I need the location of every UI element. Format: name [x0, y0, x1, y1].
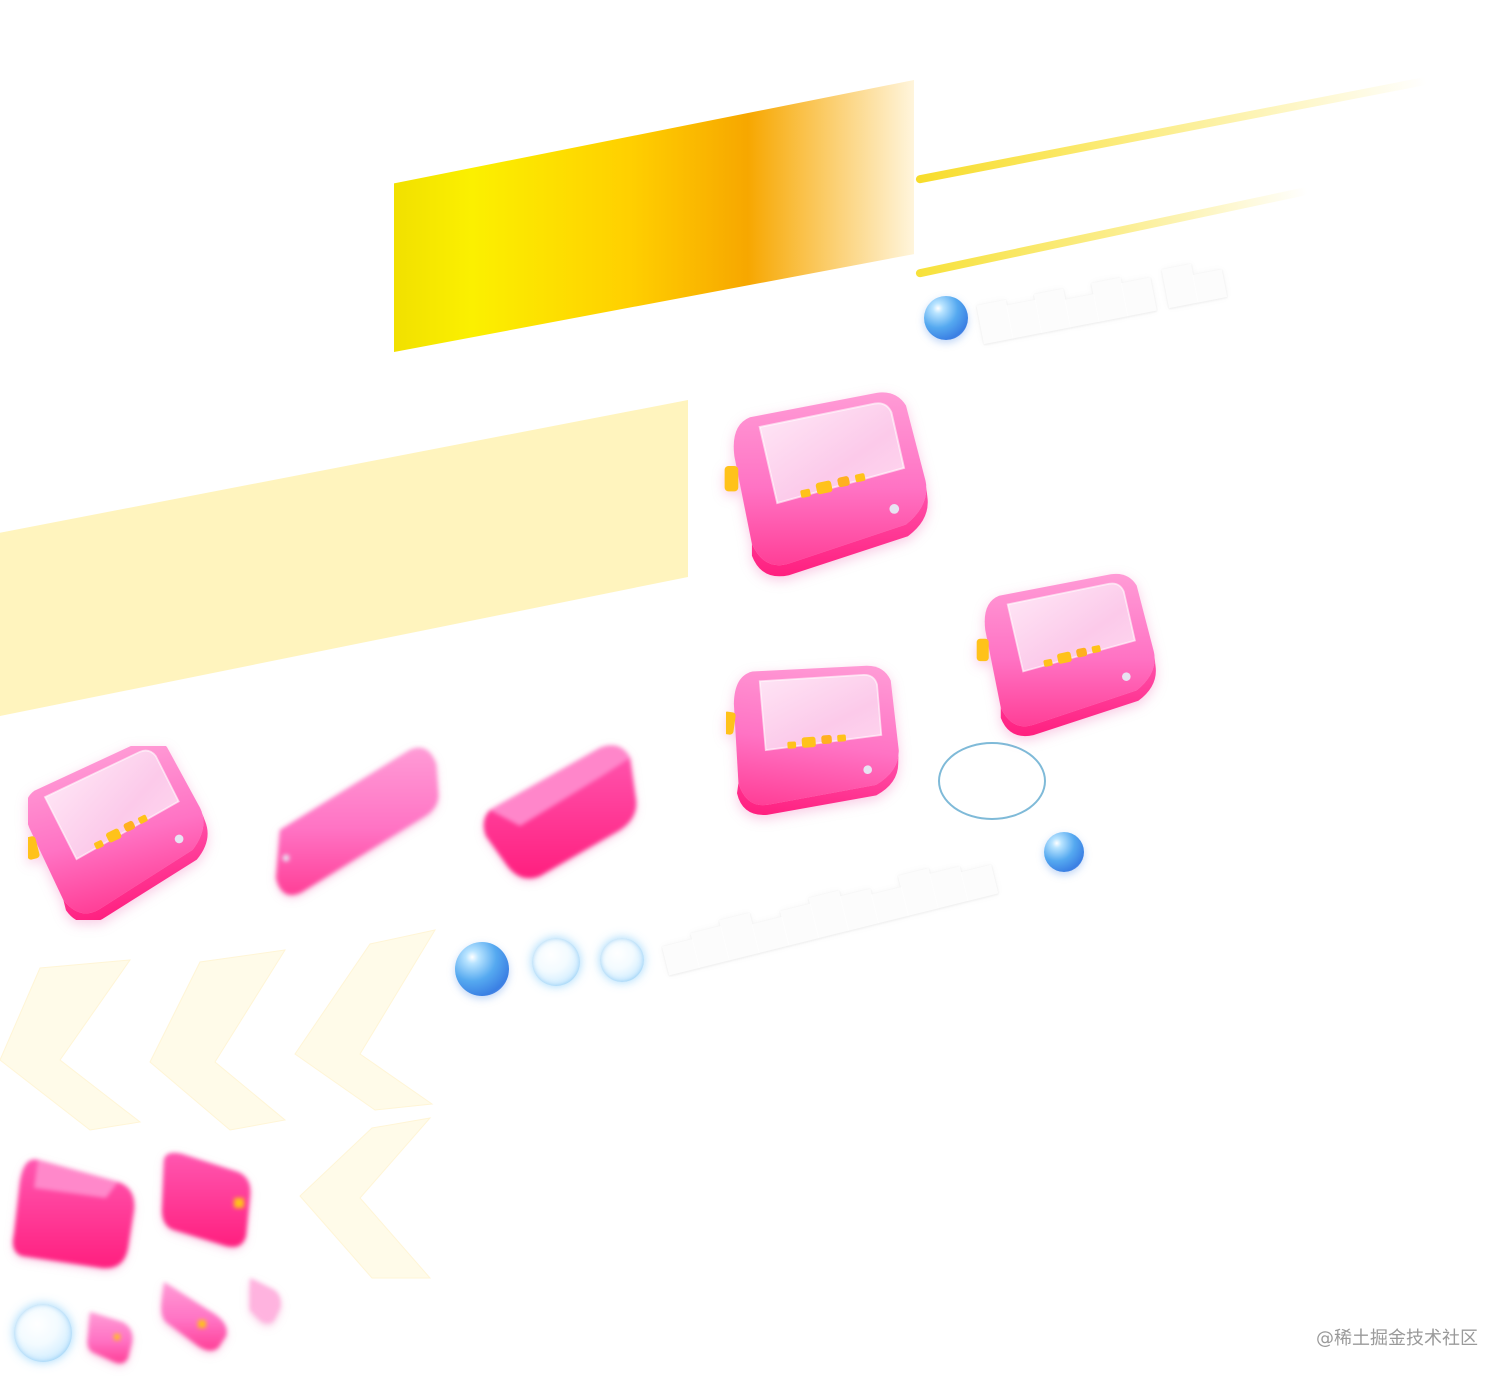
chevron-arrows-decor [0, 929, 437, 1279]
pale-bubble-icon [14, 1304, 72, 1362]
blue-bubble-icon [924, 296, 968, 340]
yellow-gradient-banner [394, 80, 914, 352]
blue-bubble-icon [455, 942, 509, 996]
ring-outline [938, 742, 1046, 820]
pink-handheld-device [28, 746, 214, 920]
pink-device-side-view [250, 1278, 281, 1323]
pale-bubble-icon [532, 938, 580, 986]
watermark-credit: @稀土掘金技术社区 [1316, 1328, 1478, 1349]
ghost-title-text: ▇▆▇▅▇▆ ▇▅ [975, 253, 1227, 344]
pink-device-side-view [161, 1282, 227, 1351]
pale-bubble-icon [600, 938, 644, 982]
yellow-streak-lower [915, 186, 1309, 278]
ghost-subtitle-text: ▅▆▇▅▆▇▆▅▇▆▅ [658, 848, 998, 976]
blue-bubble-icon [1044, 832, 1084, 872]
pink-device-side-view [13, 1159, 135, 1269]
pink-handheld-device [726, 648, 904, 834]
pink-device-side-view [483, 745, 637, 879]
pink-device-side-view [162, 1152, 251, 1247]
pink-handheld-device [975, 573, 1157, 737]
yellow-streak-upper [915, 76, 1428, 184]
pink-handheld-device [723, 391, 929, 578]
pink-device-side-view [276, 747, 439, 895]
pink-device-side-view [87, 1312, 133, 1364]
